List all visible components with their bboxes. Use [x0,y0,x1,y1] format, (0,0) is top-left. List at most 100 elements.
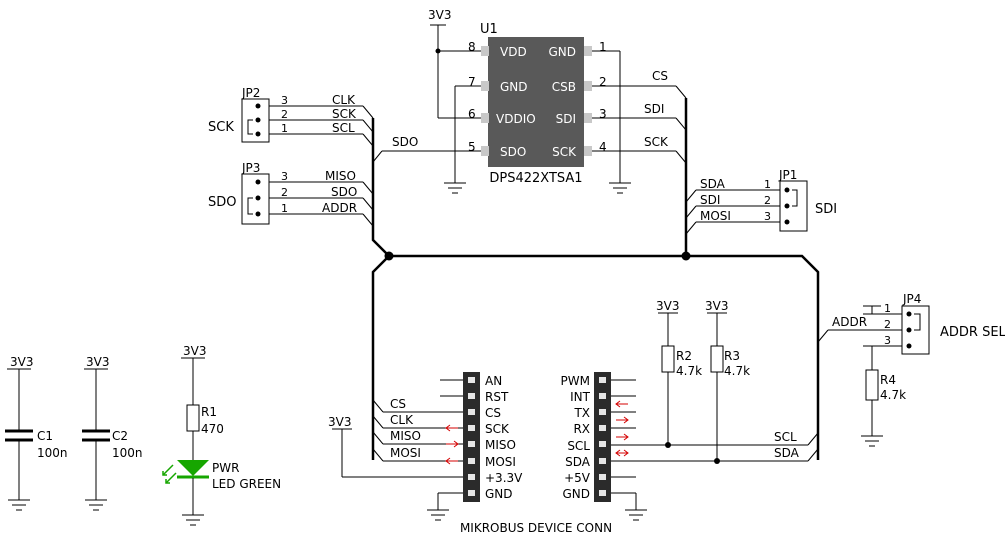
led-supply: 3V3 [183,344,206,358]
u1-pin-number: 5 [468,140,476,154]
u1-pin-name: GND [548,45,576,59]
cap-c2: 3V3 C2 100n [82,355,143,511]
jp1-pin-number: 3 [764,210,771,223]
jp1-pin-number: 2 [764,194,771,207]
u1-pin-number: 2 [599,75,607,89]
u1-pin-name: CSB [552,80,576,94]
pullup-r2: 3V3 R2 4.7k [656,299,702,448]
jp4-pin-number: 2 [884,318,891,331]
mikrobus-pin-name: AN [485,374,502,388]
direction-arrows [445,400,629,465]
jp3-net-label: SDO [331,185,357,199]
jp4-ref: JP4 [902,292,921,306]
u1-pin-number: 7 [468,75,476,89]
mikrobus-net-label: MISO [390,429,421,443]
jp4-pin-number: 1 [884,302,891,315]
mikrobus-pin-name: PWM [561,374,590,388]
u1-pin-name: SCK [552,145,577,159]
mikrobus-left-header [463,372,480,502]
u1-pin-name: SDI [556,112,576,126]
jp4-pin-number: 3 [884,334,891,347]
mikrobus-pin-name: RX [573,422,590,436]
jp1-ref: JP1 [778,168,797,182]
net-label: CS [652,69,668,83]
jp3-net-label: MISO [325,169,356,183]
mikrobus-net-label: CLK [390,413,414,427]
mikrobus-pin-name: TX [573,406,590,420]
c1-supply: 3V3 [10,355,33,369]
u1-pin-number: 8 [468,40,476,54]
u1-pin-number: 6 [468,107,476,121]
mikrobus-supply-label: 3V3 [328,415,351,429]
r1-ref: R1 [201,405,217,419]
u1-pin-name: SDO [500,145,526,159]
c1-ref: C1 [37,429,53,443]
led-label: LED GREEN [212,477,281,491]
r4-value: 4.7k [880,388,906,402]
net-label: SCK [644,135,669,149]
bus-junction [681,251,691,261]
u1-pin-name: GND [500,80,528,94]
signal-bus [371,98,820,460]
mikrobus-title: MIKROBUS DEVICE CONN [460,521,612,535]
u1-chip: U1 DPS422XTSA1 VDD GND VDDIO SDO GND CSB… [468,22,607,186]
led-triangle [177,460,209,476]
c2-ref: C2 [112,429,128,443]
jp1-jumper: JP1 SDI 1 2 3 SDA SDI MOSI [685,168,837,235]
u1-ref: U1 [480,22,498,37]
jp2-jumper: JP2 SCK 3 2 1 CLK SCK SCL [208,86,374,147]
jp3-ref: JP3 [241,161,260,175]
u1-body [488,37,584,167]
jp2-pin-number: 1 [281,122,288,135]
bus-junction [384,251,394,261]
jp2-net-label: SCL [332,121,355,135]
jp3-pin-number: 2 [281,186,288,199]
u1-pin-name: VDDIO [496,112,536,126]
jp3-jumper: JP3 SDO 3 2 1 MISO SDO ADDR [208,161,374,227]
power-led: 3V3 R1 470 PWR LED GREEN [162,344,281,526]
jp2-net-label: CLK [332,93,356,107]
jp2-pin-number: 3 [281,94,288,107]
jp4-title: ADDR SEL [940,325,1005,340]
jp1-net-label: SDA [700,177,726,191]
mikrobus-pin-name: +3.3V [485,471,523,485]
mikrobus-pin-name: SCL [567,439,590,453]
mikrobus-connector: AN RST CS SCK MISO MOSI +3.3V GND PWM IN… [328,372,819,535]
jp1-net-label: SDI [700,193,720,207]
jp3-pin-number: 3 [281,170,288,183]
u1-wiring: 3V3 CS SDI SCK SDO [372,8,687,194]
r3-ref: R3 [724,349,740,363]
mikrobus-pin-name: RST [485,390,509,404]
jp2-net-label: SCK [332,107,357,121]
mikrobus-net-label: SDA [774,446,800,460]
mikrobus-pin-name: GND [562,487,590,501]
r1-value: 470 [201,422,224,436]
jp1-net-label: MOSI [700,209,731,223]
jp4-net-label: ADDR [832,315,867,329]
c1-value: 100n [37,446,68,460]
jp4-jumper: JP4 ADDR SEL 1 2 3 ADDR R4 4.7k [817,292,1005,447]
r3-value: 4.7k [724,364,750,378]
mikrobus-net-label: SCL [774,430,797,444]
u1-pin-number: 1 [599,40,607,54]
r3-supply: 3V3 [705,299,728,313]
r2-ref: R2 [676,349,692,363]
cap-c1: 3V3 C1 100n [5,355,68,511]
jp2-pin-number: 2 [281,108,288,121]
u1-pin-number: 4 [599,140,607,154]
mikrobus-pin-name: CS [485,406,501,420]
c2-value: 100n [112,446,143,460]
mikrobus-net-label: CS [390,397,406,411]
jp3-net-label: ADDR [322,201,357,215]
jp1-pin-number: 1 [764,178,771,191]
mikrobus-net-label: MOSI [390,446,421,460]
mikrobus-pin-name: INT [570,390,591,404]
r2-supply: 3V3 [656,299,679,313]
pullup-r3: 3V3 R3 4.7k [705,299,750,464]
mikrobus-right-header [594,372,611,502]
u1-pin-name: VDD [500,45,527,59]
u1-supply-label: 3V3 [428,8,451,22]
jp3-title: SDO [208,195,237,210]
mikrobus-pin-name: +5V [564,471,591,485]
